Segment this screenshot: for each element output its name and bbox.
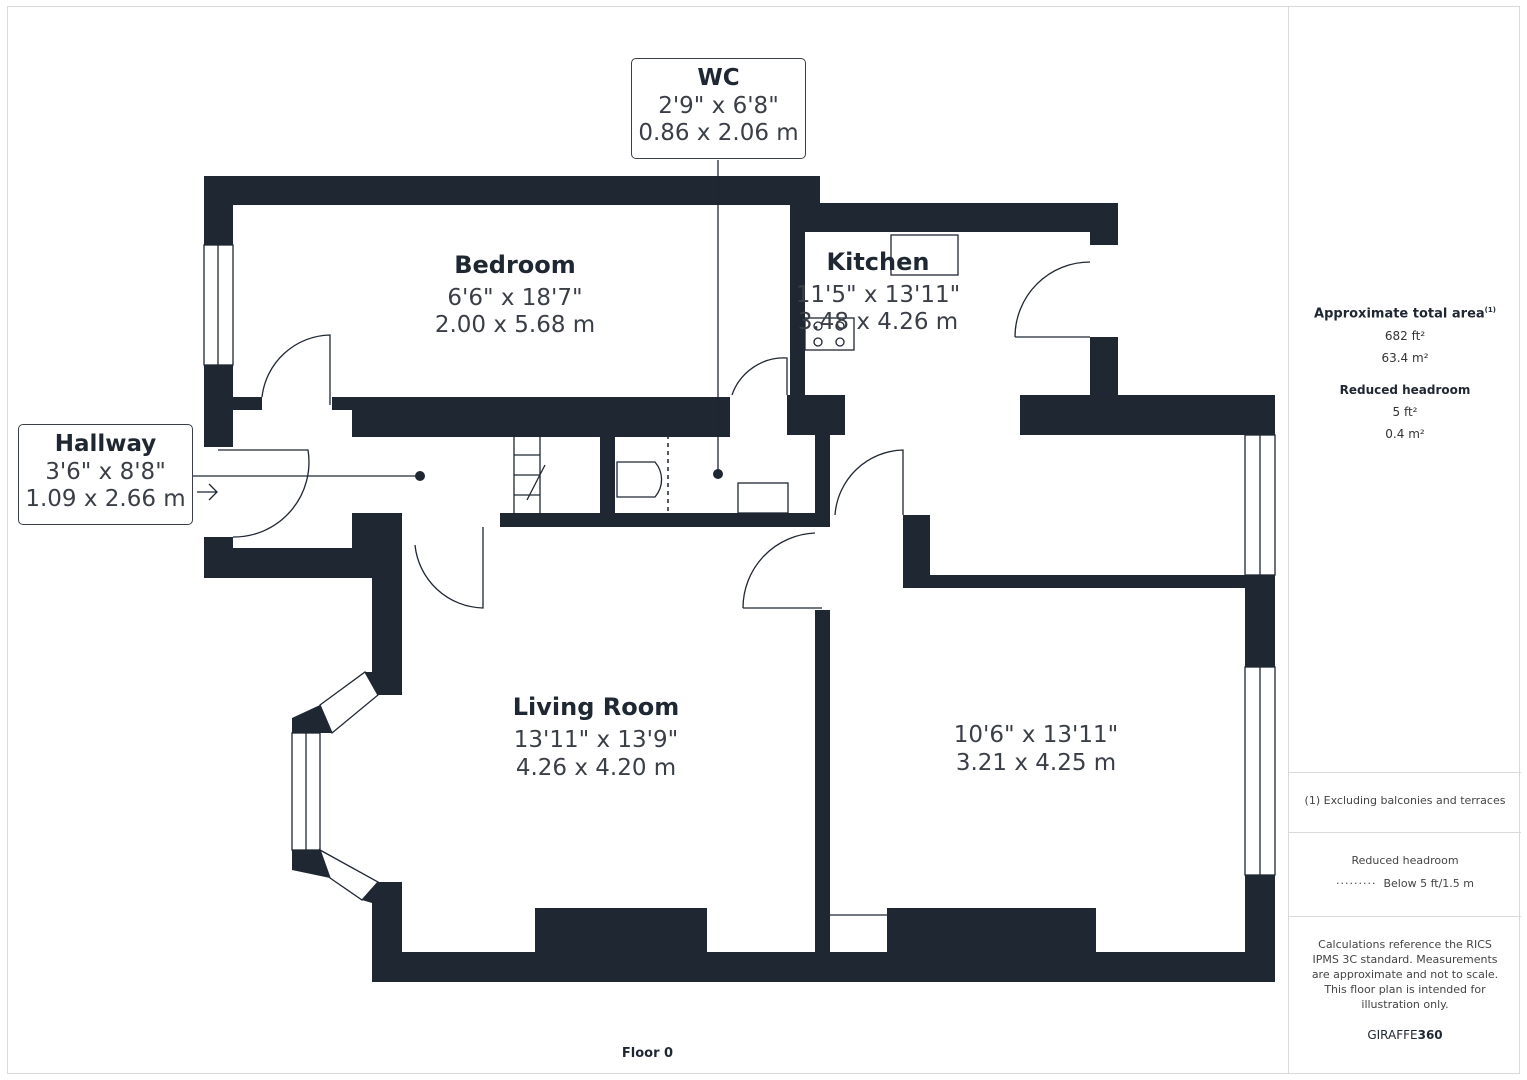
floor-plan: Bedroom 6'6" x 18'7" 2.00 x 5.68 m Kitch… <box>193 160 1276 982</box>
entrance-arrow-icon <box>197 483 218 501</box>
living-room-metric: 4.26 x 4.20 m <box>516 755 676 781</box>
wc-name: WC <box>697 65 740 91</box>
total-area-section: Approximate total area(1) 682 ft² 63.4 m… <box>1289 306 1521 441</box>
room-imperial: 10'6" x 13'11" <box>954 722 1118 748</box>
doors <box>218 261 1091 916</box>
wc-imperial: 2'9" x 6'8" <box>658 93 779 119</box>
windows <box>203 244 1276 901</box>
wc-callout: WC 2'9" x 6'8" 0.86 x 2.06 m <box>631 58 806 159</box>
floor-label: Floor 0 <box>621 1046 674 1061</box>
total-area-ft: 682 ft² <box>1384 329 1426 344</box>
walls <box>204 176 1275 982</box>
reduced-headroom-title: Reduced headroom <box>1339 383 1471 398</box>
hallway-name: Hallway <box>54 431 157 457</box>
hallway-metric: 1.09 x 2.66 m <box>25 486 186 512</box>
bedroom-metric: 2.00 x 5.68 m <box>435 312 595 338</box>
bedroom-imperial: 6'6" x 18'7" <box>447 285 582 311</box>
sidebar: Approximate total area(1) 682 ft² 63.4 m… <box>1288 6 1521 1074</box>
footnote-marker: (1) <box>1484 306 1496 314</box>
kitchen-imperial: 11'5" x 13'11" <box>796 282 960 308</box>
kitchen-name: Kitchen <box>827 248 930 276</box>
living-room-imperial: 13'11" x 13'9" <box>514 727 678 753</box>
total-area-m: 63.4 m² <box>1381 351 1429 366</box>
wc-metric: 0.86 x 2.06 m <box>638 120 799 146</box>
total-area-title: Approximate total area <box>1314 306 1485 322</box>
bedroom-name: Bedroom <box>454 251 576 279</box>
legend-title: Reduced headroom <box>1351 854 1459 867</box>
fixtures <box>193 160 959 514</box>
legend-item-label: Below 5 ft/1.5 m <box>1383 877 1474 890</box>
dashed-line-icon: ········· <box>1336 877 1377 890</box>
living-room-name: Living Room <box>513 693 679 721</box>
hallway-imperial: 3'6" x 8'8" <box>45 459 166 485</box>
reduced-headroom-m: 0.4 m² <box>1385 427 1425 442</box>
page-frame <box>7 6 1520 1074</box>
brand-logo: GIRAFFE360 <box>1367 1028 1443 1042</box>
footnote: (1) Excluding balconies and terraces <box>1304 794 1506 807</box>
legend-item: ········· Below 5 ft/1.5 m <box>1289 877 1521 890</box>
kitchen-metric: 3.48 x 4.26 m <box>798 309 958 335</box>
hallway-callout: Hallway 3'6" x 8'8" 1.09 x 2.66 m <box>18 424 193 525</box>
reduced-headroom-ft: 5 ft² <box>1392 405 1418 420</box>
disclaimer: Calculations reference the RICS IPMS 3C … <box>1311 938 1499 1011</box>
room-metric: 3.21 x 4.25 m <box>956 750 1116 776</box>
